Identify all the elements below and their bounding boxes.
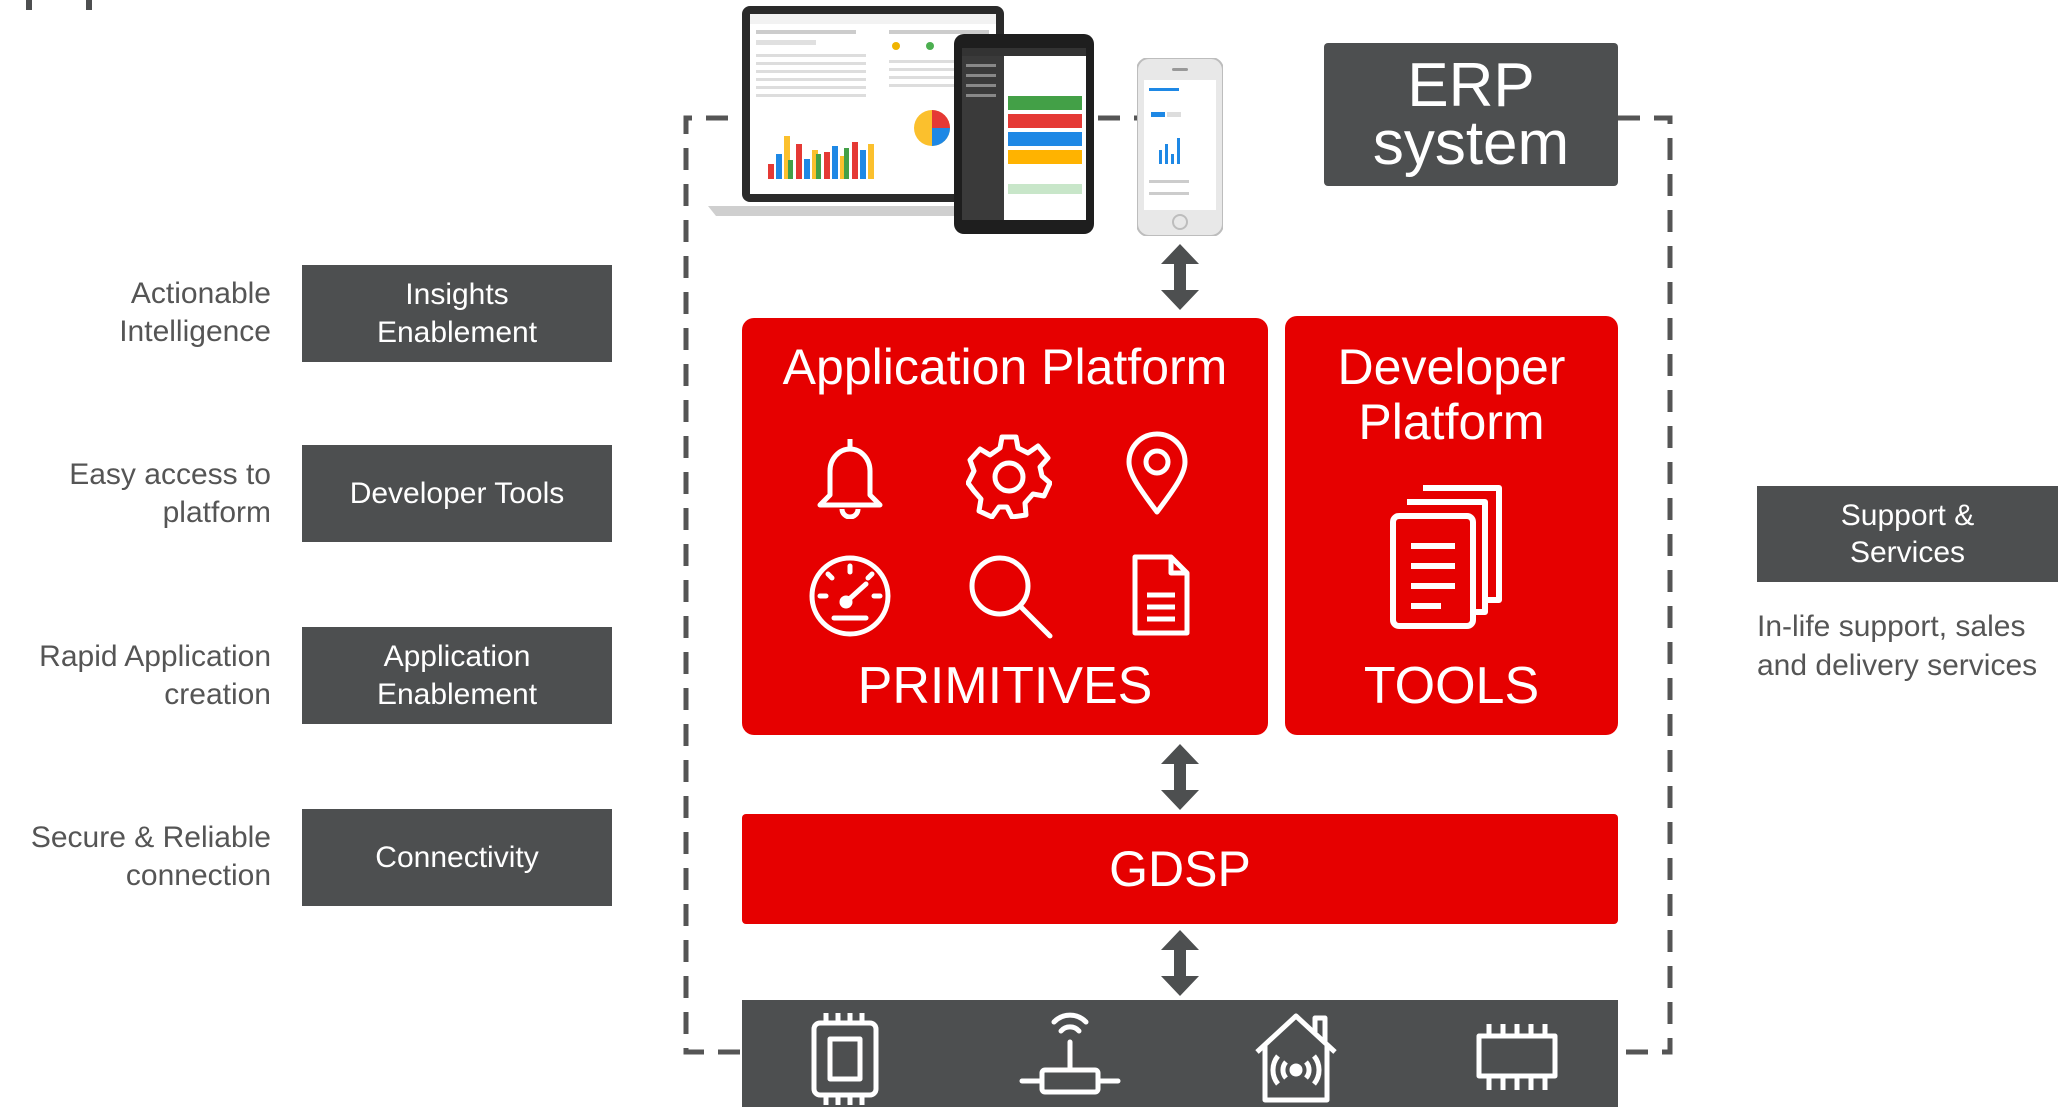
gear-icon (966, 433, 1052, 519)
row-description-actionable-intelligence: Actionable Intelligence (119, 277, 271, 348)
devices-bar (742, 1000, 1618, 1107)
developer-platform-title: Developer Platform (1337, 339, 1566, 450)
double-arrow-icon (1161, 930, 1199, 996)
double-arrow-icon (1161, 244, 1199, 310)
gdsp-label: GDSP (1109, 841, 1251, 897)
tools-label: TOOLS (1363, 657, 1540, 715)
corner-bracket-decoration (26, 0, 32, 10)
double-arrow-icon (1161, 744, 1199, 810)
primitives-label: PRIMITIVES (857, 657, 1153, 715)
smart-home-icon (1253, 1010, 1339, 1104)
row-description-secure-reliable: Secure & Reliable connection (30, 821, 271, 892)
documents-stack-icon (1389, 484, 1509, 630)
speedometer-icon (808, 554, 892, 638)
bell-icon (812, 435, 888, 519)
application-platform-title: Application Platform (782, 339, 1228, 395)
corner-bracket-decoration (86, 0, 92, 10)
router-icon (1018, 1006, 1122, 1102)
memory-module-icon (1475, 1020, 1559, 1096)
developer-tools-box: Developer Tools (302, 445, 612, 542)
row-description-rapid-application: Rapid Application creation (39, 640, 271, 711)
erp-system-box: ERP system (1324, 43, 1618, 186)
phone-app (1136, 57, 1224, 237)
document-icon (1131, 553, 1191, 637)
chip-icon (808, 1011, 882, 1107)
search-icon (966, 552, 1056, 642)
support-services-box: Support & Services (1757, 486, 2058, 582)
application-platform-panel: Application Platform (742, 318, 1268, 735)
location-pin-icon (1125, 430, 1189, 516)
tablet-app (954, 34, 1094, 234)
developer-platform-panel: Developer Platform TOOLS (1285, 316, 1618, 735)
row-description-easy-access: Easy access to platform (69, 458, 271, 529)
support-services-description: In-life support, sales and delivery serv… (1757, 610, 2038, 682)
connectivity-box: Connectivity (302, 809, 612, 906)
insights-enablement-box: Insights Enablement (302, 265, 612, 362)
gdsp-bar: GDSP (742, 814, 1618, 924)
application-enablement-box: Application Enablement (302, 627, 612, 724)
